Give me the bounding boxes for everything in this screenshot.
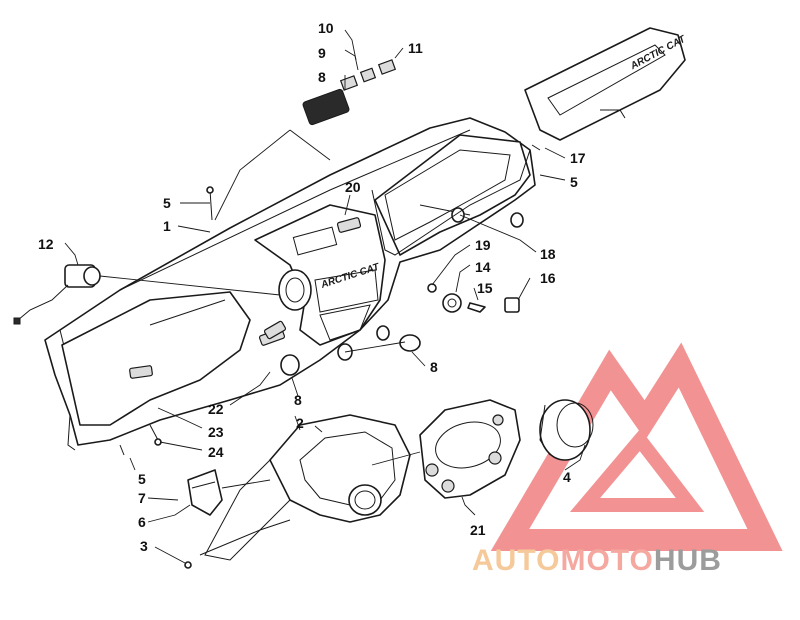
callout-17: 17 (570, 150, 586, 166)
callout-24: 24 (208, 444, 224, 460)
watermark-text: AUTOMOTOHUB (472, 544, 722, 577)
callout-5c: 5 (138, 471, 146, 487)
callout-7: 7 (138, 490, 146, 506)
hardware (119, 144, 541, 569)
callout-5a: 5 (163, 195, 171, 211)
callout-11: 10 (318, 20, 334, 36)
callout-19: 19 (475, 237, 491, 253)
switch-block-parts-9-12 (302, 59, 397, 126)
callout-8b: 8 (294, 392, 302, 408)
watermark-part-hub: HUB (654, 544, 722, 577)
callout-3: 4 (563, 469, 571, 485)
callout-13: 12 (38, 236, 54, 252)
callouts: 10 9 8 11 5 1 12 20 17 5 18 19 14 15 16 … (38, 20, 586, 554)
callout-16: 16 (540, 270, 556, 286)
leader-lines (64, 29, 586, 564)
svg-text:AUTOMOTOHUB: AUTOMOTOHUB (472, 544, 722, 577)
watermark-part-auto: AUTO (472, 544, 560, 577)
callout-10: 9 (318, 45, 326, 61)
watermark-part-moto: MOTO (560, 544, 653, 577)
trim-rod (371, 149, 531, 256)
callout-1: 1 (163, 218, 171, 234)
callout-20: 20 (345, 179, 361, 195)
callout-5b: 5 (570, 174, 578, 190)
callout-18: 18 (540, 246, 556, 262)
callout-8a: 8 (430, 359, 438, 375)
callout-2: 2 (296, 415, 304, 431)
dashboard-tray (374, 134, 531, 256)
callout-9: 8 (318, 69, 326, 85)
callout-23: 23 (208, 424, 224, 440)
watermark-logo (490, 342, 783, 551)
callout-14: 14 (475, 259, 491, 275)
callout-12: 11 (408, 40, 423, 56)
callout-4: 3 (140, 538, 148, 554)
callout-6: 6 (138, 514, 146, 530)
visor-part-17: ARCTIC CAT (524, 27, 688, 141)
callout-15: 15 (477, 280, 493, 296)
instrument-bezel-part-2 (204, 414, 411, 561)
decal-plate-part-21 (419, 399, 521, 499)
callout-22: 22 (208, 401, 224, 417)
gauge-part-3 (539, 399, 594, 461)
callout-21: 21 (470, 522, 486, 538)
